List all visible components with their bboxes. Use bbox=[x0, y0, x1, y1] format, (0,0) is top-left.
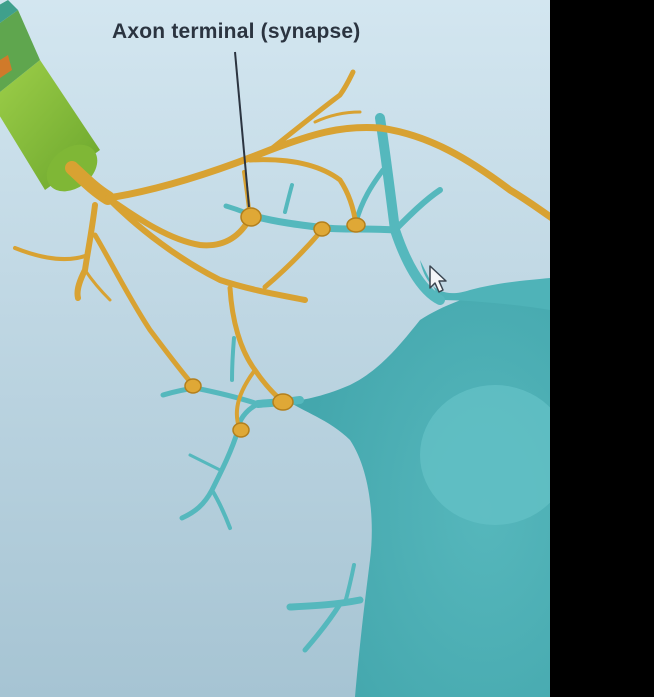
synapse-knob-6 bbox=[232, 422, 250, 438]
neuron-diagram-frame: Axon terminal (synapse) bbox=[0, 0, 550, 697]
label-leader-line bbox=[234, 51, 250, 208]
synapse-knob-4 bbox=[184, 378, 202, 394]
synapse-knob-5 bbox=[272, 393, 294, 411]
mouse-pointer-icon bbox=[429, 265, 447, 293]
synapse-knob-1 bbox=[240, 207, 262, 227]
neuron-nucleus bbox=[420, 385, 550, 525]
myelin-sheath bbox=[0, 0, 100, 192]
video-letterbox bbox=[550, 0, 654, 697]
synapse-knob-3 bbox=[346, 217, 366, 233]
neuron-cell-body bbox=[290, 260, 550, 697]
synapse-knob-2 bbox=[313, 221, 331, 237]
axon-terminal-label: Axon terminal (synapse) bbox=[112, 20, 361, 43]
axon-terminal-branches bbox=[13, 69, 550, 432]
neuron-diagram bbox=[0, 0, 550, 697]
synaptic-knobs bbox=[184, 207, 366, 438]
